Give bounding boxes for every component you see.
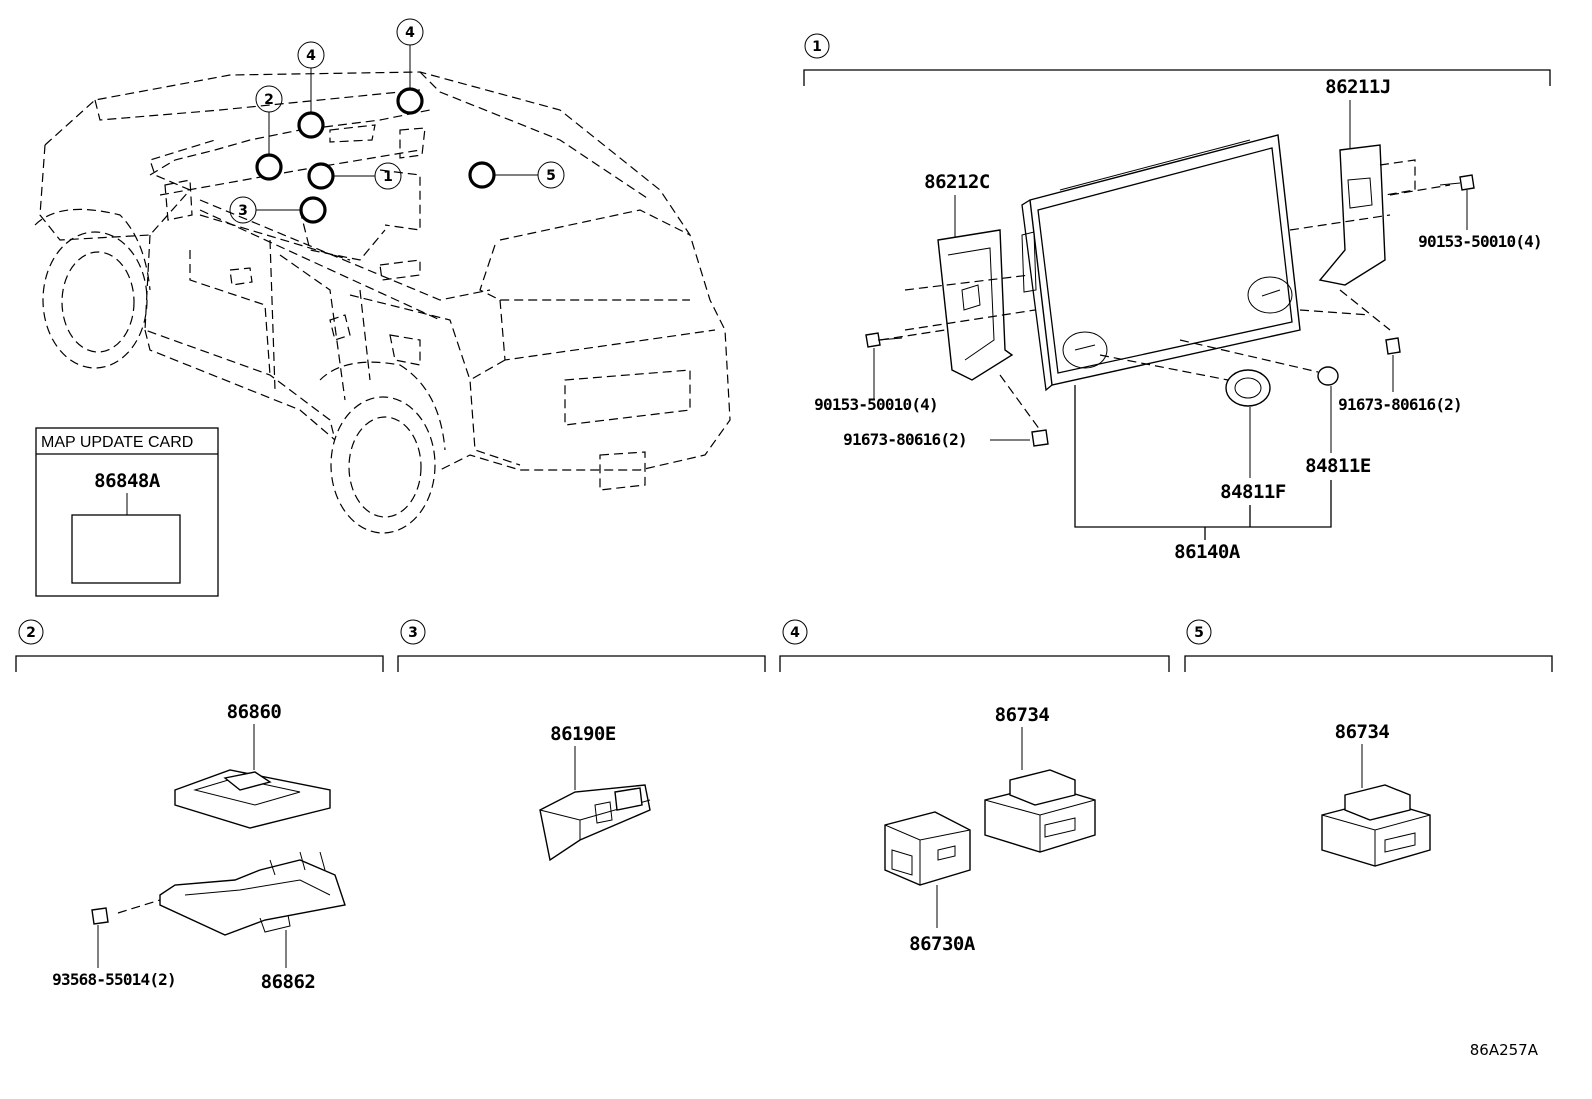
grommet-e-icon bbox=[1179, 339, 1339, 386]
receiver-86730a-icon bbox=[884, 811, 971, 886]
vehicle-illustration: 4 4 2 1 3 5 bbox=[34, 18, 731, 534]
map-update-card-title: MAP UPDATE CARD bbox=[41, 434, 193, 451]
bracket-86862-icon bbox=[117, 851, 346, 936]
antenna-86734-sec5-icon bbox=[1321, 784, 1431, 867]
part-86730a: 86730A bbox=[909, 933, 976, 955]
diagram-code: 86A257A bbox=[1470, 1041, 1539, 1059]
bolt-right-icon bbox=[1385, 337, 1401, 355]
part-86140a: 86140A bbox=[1174, 541, 1241, 563]
camera-86190e-icon bbox=[539, 784, 651, 862]
part-90153-right: 90153-50010(4) bbox=[1418, 232, 1542, 251]
part-86734-sec4: 86734 bbox=[995, 704, 1050, 726]
part-84811e: 84811E bbox=[1305, 455, 1371, 477]
section-2: 2 86860 86862 93568-55014(2) bbox=[15, 619, 384, 993]
part-86862: 86862 bbox=[261, 971, 316, 993]
screw-93568-icon bbox=[91, 907, 109, 925]
section-5: 5 86734 bbox=[1184, 619, 1553, 867]
section-1-number: 1 bbox=[812, 39, 822, 55]
part-84811f: 84811F bbox=[1220, 481, 1286, 503]
vehicle-callout-5: 5 bbox=[546, 168, 556, 184]
screw-left-icon bbox=[865, 332, 903, 348]
part-91673-left: 91673-80616(2) bbox=[843, 430, 967, 449]
part-93568: 93568-55014(2) bbox=[52, 970, 176, 989]
grommet-f-icon bbox=[1099, 354, 1271, 407]
part-91673-right: 91673-80616(2) bbox=[1338, 395, 1462, 414]
section-4-number: 4 bbox=[790, 625, 800, 641]
bolt-left-icon bbox=[999, 374, 1049, 447]
vehicle-callout-2: 2 bbox=[264, 92, 274, 108]
part-86211j: 86211J bbox=[1325, 76, 1391, 98]
section-5-number: 5 bbox=[1194, 625, 1204, 641]
antenna-86734-icon bbox=[984, 769, 1096, 853]
vehicle-callout-4a: 4 bbox=[405, 25, 415, 41]
map-update-card-box: MAP UPDATE CARD 86848A bbox=[35, 427, 219, 597]
vehicle-callout-3: 3 bbox=[238, 203, 248, 219]
part-86212c: 86212C bbox=[924, 171, 990, 193]
part-90153-left: 90153-50010(4) bbox=[814, 395, 938, 414]
section-2-number: 2 bbox=[26, 625, 36, 641]
part-86734-sec5: 86734 bbox=[1335, 721, 1390, 743]
vehicle-callout-4b: 4 bbox=[306, 48, 316, 64]
section-4: 4 86734 86730A bbox=[779, 619, 1170, 955]
screw-right-icon bbox=[1439, 174, 1475, 191]
section-3: 3 86190E bbox=[397, 619, 766, 862]
section-1: 1 86212C 86211J bbox=[803, 33, 1551, 563]
module-86860-icon bbox=[174, 769, 331, 829]
part-86860: 86860 bbox=[227, 701, 282, 723]
section-3-number: 3 bbox=[408, 625, 418, 641]
vehicle-callout-1: 1 bbox=[383, 169, 393, 185]
map-update-card-part: 86848A bbox=[94, 470, 161, 492]
part-86190e: 86190E bbox=[550, 723, 616, 745]
